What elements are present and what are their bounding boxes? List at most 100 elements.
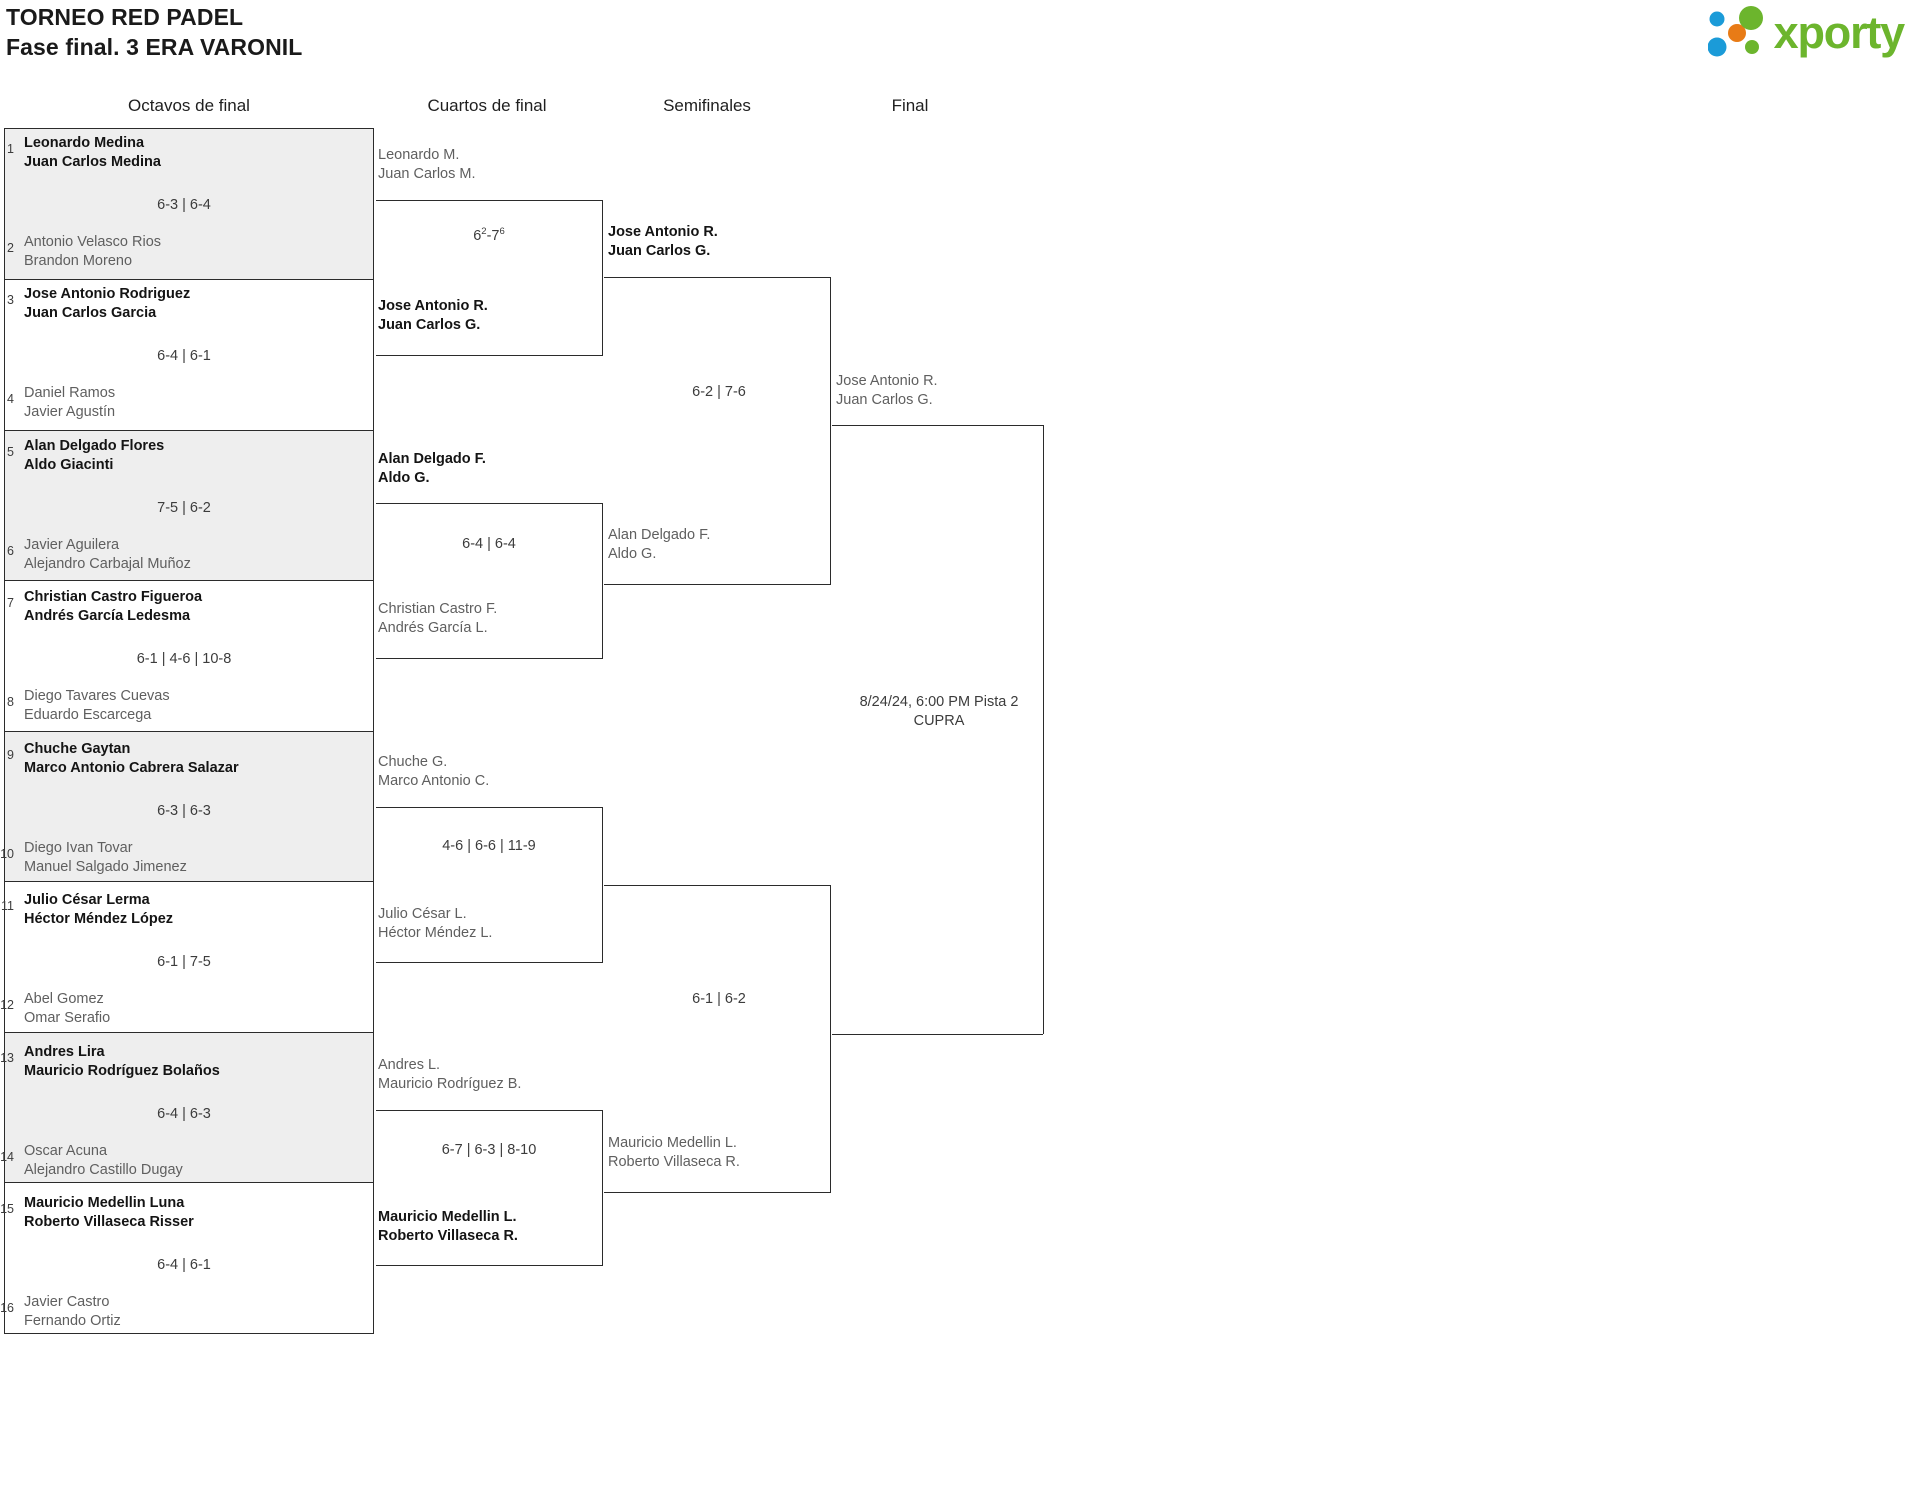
team-entry: Christian Castro Figueroa Andrés García … <box>24 588 202 626</box>
player-name: Marco Antonio Cabrera Salazar <box>24 760 239 776</box>
match-score: 6-2 | 7-6 <box>692 384 746 400</box>
team-entry: Leonardo Medina Juan Carlos Medina <box>24 134 161 172</box>
player-name: Andrés García L. <box>378 620 488 636</box>
team-entry: Chuche G. Marco Antonio C. <box>378 753 489 791</box>
player-name: Diego Tavares Cuevas <box>24 688 170 704</box>
bracket-connector <box>604 277 831 278</box>
player-name: Roberto Villaseca Risser <box>24 1214 194 1230</box>
bracket-connector <box>1043 425 1044 1034</box>
player-name: Javier Agustín <box>24 404 116 420</box>
round-header-semifinales: Semifinales <box>663 96 751 115</box>
match-score: 7-5 | 6-2 <box>157 500 211 516</box>
final-sponsor: CUPRA <box>913 713 965 729</box>
team-entry: Leonardo M. Juan Carlos M. <box>378 146 476 184</box>
player-name: Eduardo Escarcega <box>24 707 152 723</box>
row-shade <box>5 430 373 580</box>
team-entry: Jose Antonio R. Juan Carlos G. <box>378 297 488 335</box>
player-name: Brandon Moreno <box>24 253 133 269</box>
player-name: Julio César L. <box>378 906 467 922</box>
row-divider <box>5 430 373 431</box>
player-name: Jose Antonio R. <box>608 224 718 240</box>
xporty-logo: xporty <box>1707 6 1905 60</box>
round-octavos-column <box>4 128 374 1334</box>
player-name: Fernando Ortiz <box>24 1313 121 1329</box>
bracket-connector <box>376 355 603 356</box>
player-name: Manuel Salgado Jimenez <box>24 859 187 875</box>
bracket-connector <box>376 200 603 201</box>
bracket-connector <box>376 1265 603 1266</box>
player-name: Aldo G. <box>608 546 657 562</box>
bracket-connector <box>376 1110 603 1111</box>
final-schedule: 8/24/24, 6:00 PM Pista 2 CUPRA <box>836 674 1042 731</box>
player-name: Diego Ivan Tovar <box>24 840 133 856</box>
row-divider <box>5 279 373 280</box>
player-name: Juan Carlos M. <box>378 166 476 182</box>
row-divider <box>5 580 373 581</box>
seed-number: 7 <box>7 596 14 610</box>
match-score: 6-3 | 6-4 <box>157 197 211 213</box>
seed-number: 10 <box>0 847 14 861</box>
row-shade <box>5 1032 373 1182</box>
team-entry: Diego Tavares Cuevas Eduardo Escarcega <box>24 687 170 725</box>
player-name: Leonardo Medina <box>24 135 145 151</box>
player-name: Omar Serafio <box>24 1010 111 1026</box>
bracket-connector <box>376 962 603 963</box>
team-entry: Mauricio Medellin L. Roberto Villaseca R… <box>608 1134 740 1172</box>
match-score: 6-1 | 4-6 | 10-8 <box>136 651 232 667</box>
team-entry: Alan Delgado Flores Aldo Giacinti <box>24 437 164 475</box>
player-name: Mauricio Rodríguez Bolaños <box>24 1063 220 1079</box>
match-score: 6-4 | 6-1 <box>157 1257 211 1273</box>
match-score: 6-4 | 6-3 <box>157 1106 211 1122</box>
row-shade <box>5 731 373 881</box>
match-score: 4-6 | 6-6 | 11-9 <box>442 838 536 854</box>
bracket-connector <box>604 1192 831 1193</box>
team-entry: Diego Ivan Tovar Manuel Salgado Jimenez <box>24 839 187 877</box>
match-score: 6-3 | 6-3 <box>157 803 211 819</box>
player-name: Juan Carlos G. <box>378 317 481 333</box>
bracket-connector <box>602 1110 603 1265</box>
team-entry: Julio César Lerma Héctor Méndez López <box>24 891 173 929</box>
player-name: Roberto Villaseca R. <box>608 1154 740 1170</box>
player-name: Christian Castro Figueroa <box>24 589 203 605</box>
row-divider <box>5 1032 373 1033</box>
match-score: 6-7 | 6-3 | 8-10 <box>441 1142 537 1158</box>
match-score: 6-1 | 6-2 <box>692 991 746 1007</box>
player-name: Juan Carlos Medina <box>24 154 161 170</box>
round-header-final: Final <box>891 96 929 115</box>
bracket-connector <box>376 658 603 659</box>
player-name: Mauricio Medellin L. <box>378 1209 517 1225</box>
page-title: TORNEO RED PADEL Fase final. 3 ERA VARON… <box>6 2 302 62</box>
team-entry: Mauricio Medellin Luna Roberto Villaseca… <box>24 1194 194 1232</box>
player-name: Mauricio Medellin Luna <box>24 1195 185 1211</box>
seed-number: 12 <box>0 998 14 1012</box>
player-name: Alejandro Carbajal Muñoz <box>24 556 191 572</box>
player-name: Aldo Giacinti <box>24 457 114 473</box>
round-header-cuartos: Cuartos de final <box>427 96 547 115</box>
team-entry: Oscar Acuna Alejandro Castillo Dugay <box>24 1142 183 1180</box>
bracket-connector <box>830 277 831 584</box>
player-name: Andres L. <box>378 1057 441 1073</box>
player-name: Jose Antonio R. <box>378 298 488 314</box>
team-entry: Julio César L. Héctor Méndez L. <box>378 905 492 943</box>
player-name: Héctor Méndez López <box>24 911 174 927</box>
player-name: Marco Antonio C. <box>378 773 490 789</box>
bracket-connector <box>376 807 603 808</box>
player-name: Jose Antonio R. <box>836 373 938 389</box>
bracket-connector <box>604 584 831 585</box>
team-entry: Alan Delgado F. Aldo G. <box>378 450 486 488</box>
seed-number: 16 <box>0 1301 14 1315</box>
team-entry: Jose Antonio Rodriguez Juan Carlos Garci… <box>24 285 190 323</box>
bracket-connector <box>604 885 831 886</box>
bracket-connector <box>832 425 1043 426</box>
player-name: Leonardo M. <box>378 147 460 163</box>
round-header-octavos: Octavos de final <box>128 96 250 115</box>
player-name: Juan Carlos G. <box>608 243 711 259</box>
player-name: Roberto Villaseca R. <box>378 1228 518 1244</box>
row-shade <box>5 129 373 279</box>
seed-number: 2 <box>7 241 14 255</box>
player-name: Andrés García Ledesma <box>24 608 191 624</box>
final-datetime-court: 8/24/24, 6:00 PM Pista 2 <box>859 694 1019 710</box>
tournament-phase: Fase final. 3 ERA VARONIL <box>6 34 303 60</box>
player-name: Antonio Velasco Rios <box>24 234 162 250</box>
